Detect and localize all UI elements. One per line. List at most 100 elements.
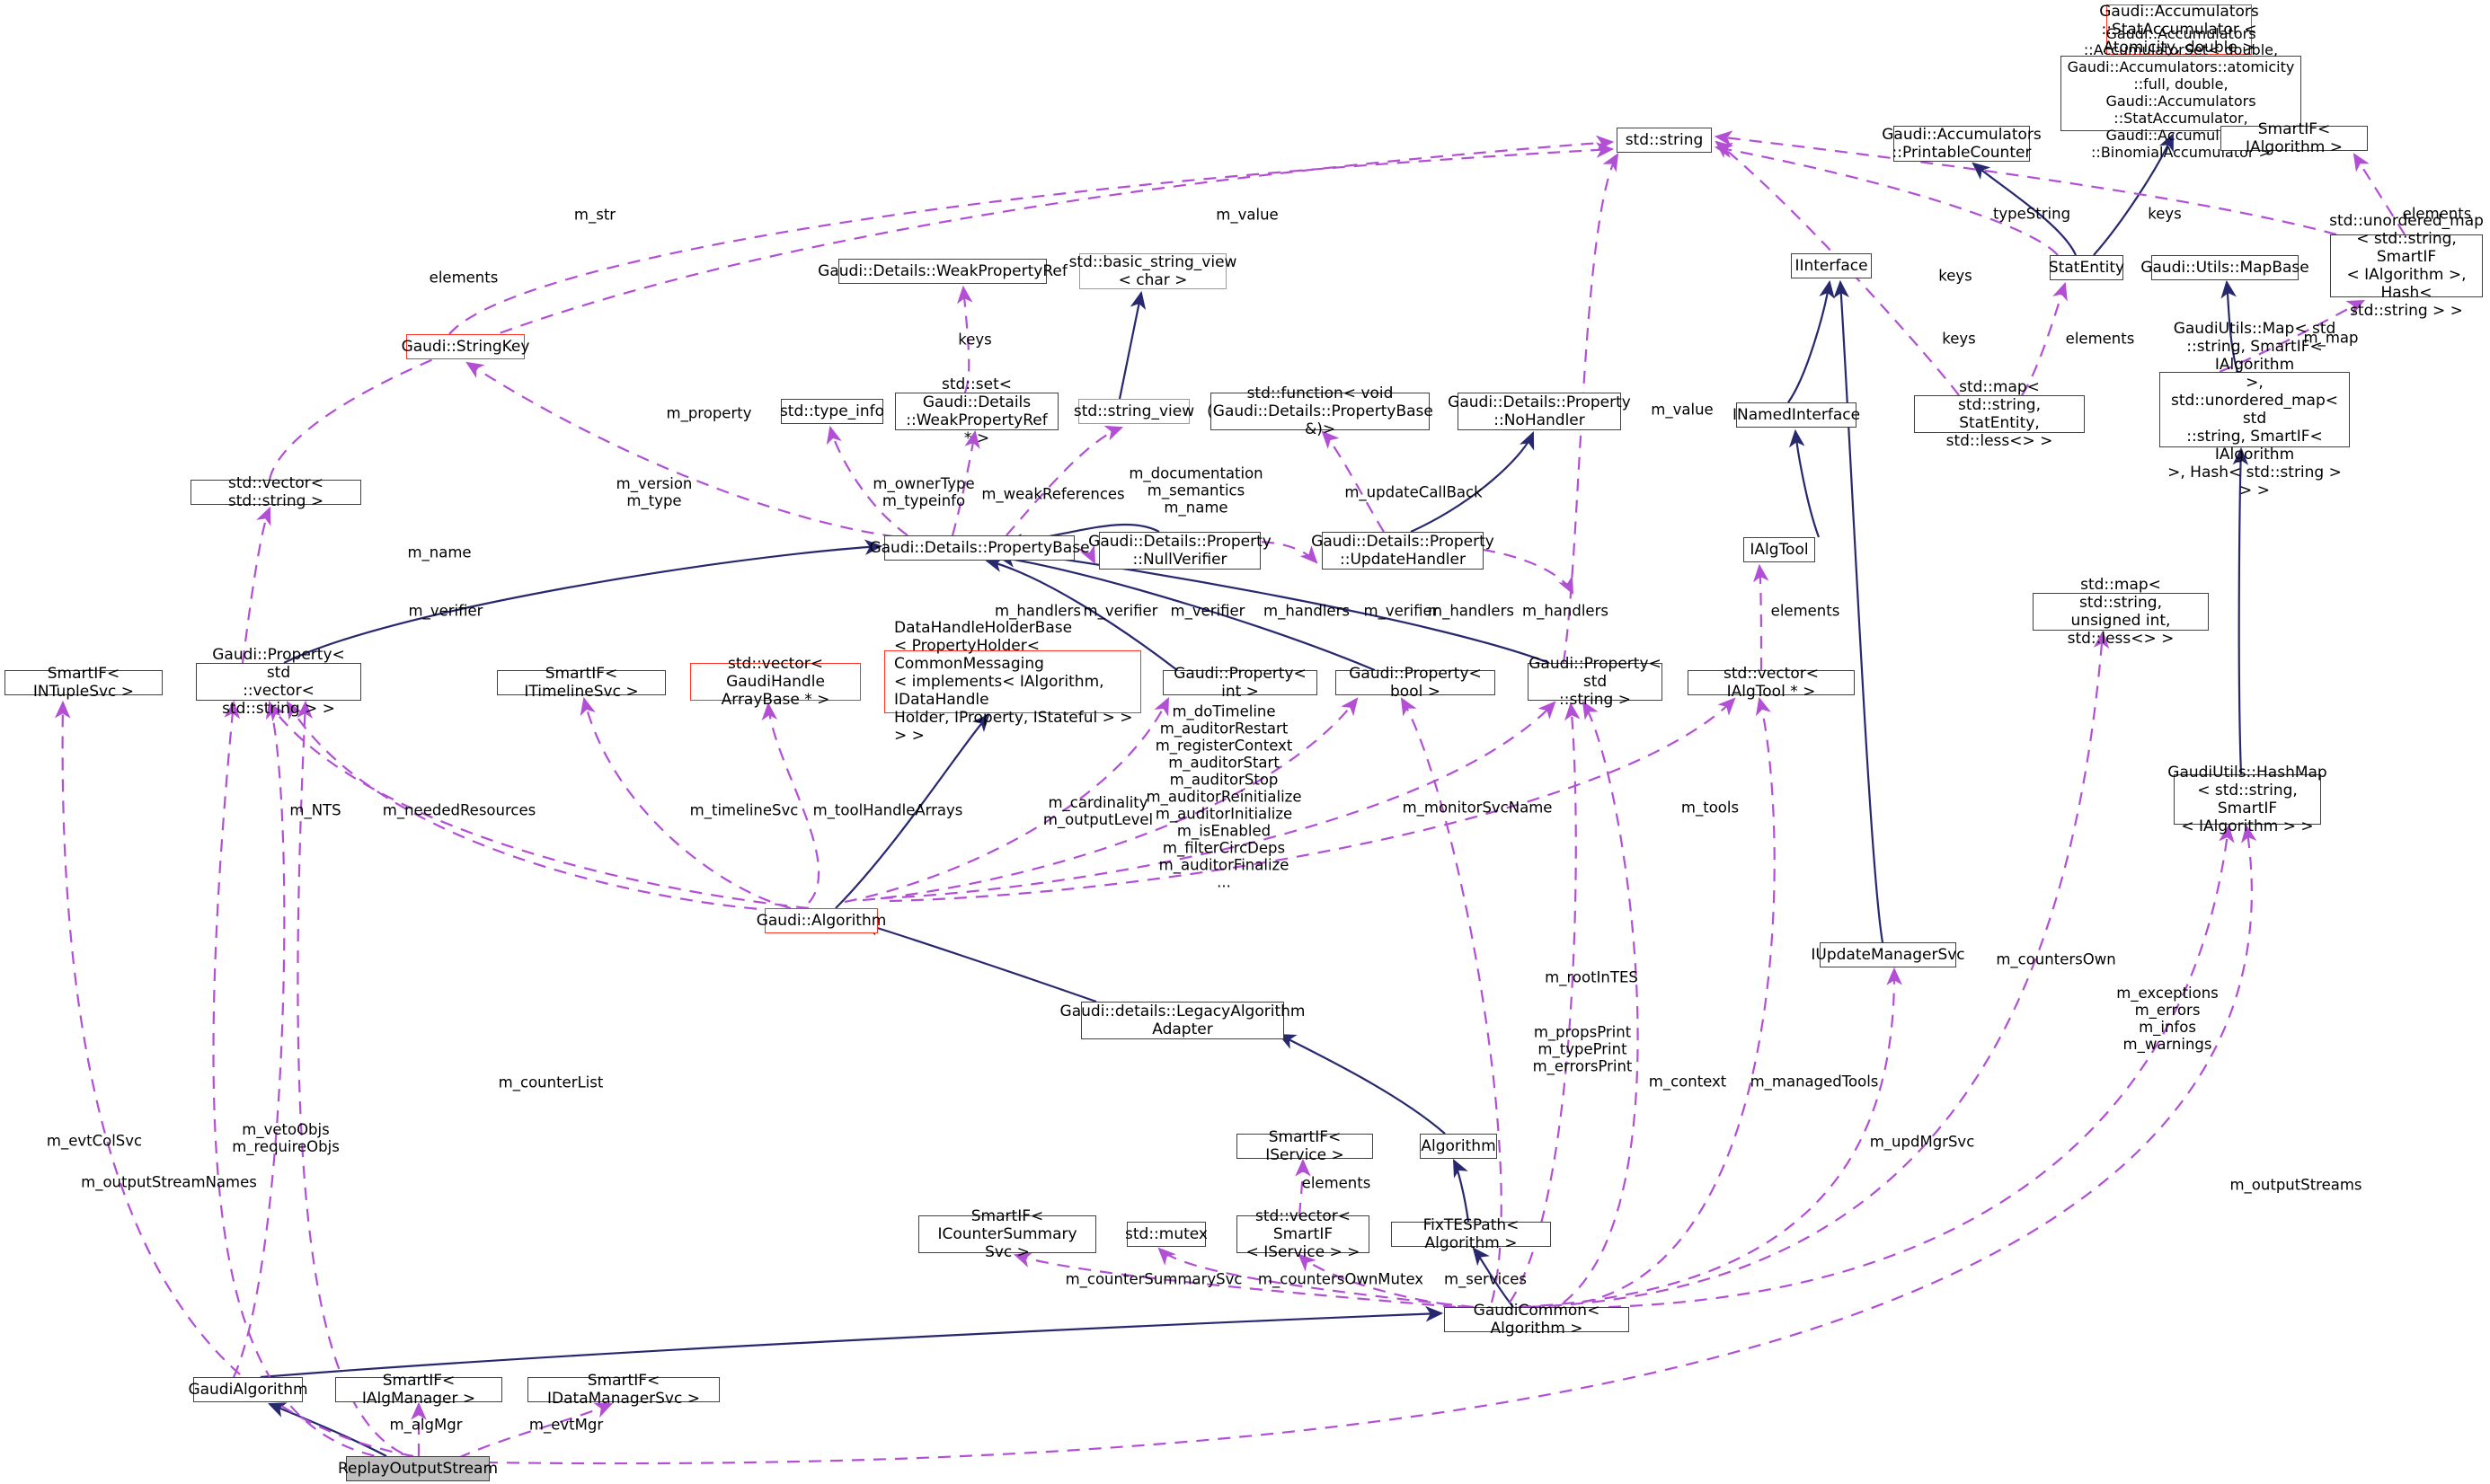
node-smartif-ialgorithm-top[interactable]: SmartIF< IAlgorithm > [2220,120,2368,156]
node-printable-counter[interactable]: Gaudi::Accumulators ::PrintableCounter [1882,125,2042,162]
edge-label-m-services: m_services [1443,1270,1528,1288]
node-replay-output-stream[interactable]: ReplayOutputStream [338,1456,498,1481]
node-smartif-idatamanagersvc[interactable]: SmartIF< IDataManagerSvc > [527,1372,720,1408]
edge-label-elements-left: elements [429,269,499,287]
edge-label-m-do-timeline: m_doTimeline m_auditorRestart m_register… [1146,702,1302,891]
edge-label-m-documentation: m_documentation m_semantics m_name [1129,464,1263,517]
node-update-handler[interactable]: Gaudi::Details::Property ::UpdateHandler [1311,532,1494,570]
edge-label-m-upd-mgr-svc: m_updMgrSvc [1869,1133,1975,1151]
node-legacy-algorithm-adapter[interactable]: Gaudi::details::LegacyAlgorithm Adapter [1059,1002,1306,1039]
edge-label-m-value-top: m_value [1216,206,1279,224]
edge-label-m-verifier-4: m_verifier [1363,602,1439,620]
edge-label-elements-iservice: elements [1301,1174,1371,1192]
edge-label-m-tool-handle-arrays: m_toolHandleArrays [812,801,963,819]
edge-label-keys-statentity: keys [1942,330,1976,348]
node-vector-gaudihandlearraybase[interactable]: std::vector< GaudiHandle ArrayBase * > [690,655,861,709]
edge-label-m-output-streams: m_outputStreams [2229,1176,2362,1194]
edge-label-m-counter-list: m_counterList [498,1073,604,1091]
node-smartif-iservice[interactable]: SmartIF< IService > [1236,1128,1373,1164]
node-iupdate-manager-svc[interactable]: IUpdateManagerSvc [1811,942,1965,967]
node-basic-string-view[interactable]: std::basic_string_view < char > [1068,252,1237,289]
edge-label-m-monitor-svc-name: m_monitorSvcName [1402,799,1553,817]
edge-label-m-output-stream-names: m_outputStreamNames [81,1173,257,1191]
node-datahandleholderbase[interactable]: DataHandleHolderBase < PropertyHolder< C… [884,619,1141,745]
edge-label-type-string: typeString [1992,205,2071,223]
edge-label-m-version: m_version m_type [616,475,693,509]
node-algorithm[interactable]: Algorithm [1420,1134,1497,1159]
edge-label-m-value-mid: m_value [1651,401,1714,419]
node-ialg-tool[interactable]: IAlgTool [1743,537,1815,562]
edge-label-m-handlers-4: m_handlers [1522,602,1608,620]
node-gaudi-algorithm[interactable]: GaudiAlgorithm [188,1377,308,1402]
edge-label-m-alg-mgr: m_algMgr [389,1416,463,1434]
node-vector-smartif-iservice[interactable]: std::vector< SmartIF < IService > > [1236,1207,1369,1261]
node-map-base[interactable]: Gaudi::Utils::MapBase [2140,255,2309,280]
edge-label-m-map: m_map [2303,329,2359,347]
node-std-string[interactable]: std::string [1617,128,1712,153]
node-fix-tes-path[interactable]: FixTESPath< Algorithm > [1391,1216,1551,1252]
node-no-handler[interactable]: Gaudi::Details::Property ::NoHandler [1448,393,1631,430]
edge-label-m-handlers-2: m_handlers [1263,602,1350,620]
node-std-mutex[interactable]: std::mutex [1125,1222,1208,1247]
node-type-info[interactable]: std::type_info [780,399,884,424]
node-property-vector-string[interactable]: Gaudi::Property< std ::vector< std::stri… [196,646,361,718]
edge-label-m-property: m_property [666,404,752,422]
node-map-unsigned-int[interactable]: std::map< std::string, unsigned int, std… [2033,576,2209,648]
node-gaudicommon-algorithm[interactable]: GaudiCommon< Algorithm > [1444,1302,1629,1338]
node-property-bool[interactable]: Gaudi::Property< bool > [1335,665,1495,701]
edge-label-m-context: m_context [1648,1073,1727,1091]
edge-label-m-veto-objs: m_vetoObjs m_requireObjs [232,1121,340,1155]
node-smartif-ialgmanager[interactable]: SmartIF< IAlgManager > [335,1372,502,1408]
edge-label-elements-right: elements [2402,205,2472,223]
edge-label-m-nts: m_NTS [289,801,341,819]
edge-label-m-managed-tools: m_managedTools [1750,1073,1879,1091]
edge-label-m-str: m_str [573,206,616,224]
node-null-verifier[interactable]: Gaudi::Details::Property ::NullVerifier [1088,532,1272,570]
edge-label-m-root-in-tes: m_rootInTES [1545,968,1638,986]
node-stat-entity[interactable]: StatEntity [2049,255,2124,280]
node-inamed-interface[interactable]: INamedInterface [1732,402,1860,428]
node-vector-string[interactable]: std::vector< std::string > [191,474,361,510]
edge-label-m-counters-own: m_countersOwn [1996,950,2116,968]
edge-label-keys-weak: keys [958,331,992,349]
edge-label-m-verifier-3: m_verifier [1170,602,1245,620]
edge-label-elements-ialgtool: elements [1770,602,1840,620]
node-property-base[interactable]: Gaudi::Details::PropertyBase [869,535,1090,561]
node-iinterface[interactable]: IInterface [1791,253,1872,278]
edge-label-elements-statentity: elements [2065,330,2135,348]
edge-label-m-handlers-1: m_handlers [995,602,1081,620]
edge-label-m-props-print: m_propsPrint m_typePrint m_errorsPrint [1532,1023,1633,1075]
edge-label-m-tools: m_tools [1680,799,1740,817]
node-map-stat-entity[interactable]: std::map< std::string, StatEntity, std::… [1914,378,2085,450]
edge-label-m-handlers-3: m_handlers [1428,602,1514,620]
edge-label-m-exceptions: m_exceptions m_errors m_infos m_warnings [2116,985,2219,1053]
node-gaudi-algorithm-class[interactable]: Gaudi::Algorithm [757,908,886,933]
edge-label-m-owner-type: m_ownerType m_typeinfo [873,475,975,509]
edge-label-m-needed-resources: m_neededResources [382,801,536,819]
edge-label-m-timeline-svc: m_timelineSvc [689,801,799,819]
node-vector-ialgtool[interactable]: std::vector< IAlgTool * > [1688,665,1855,701]
node-stat-accumulator[interactable]: Gaudi::Accumulators ::StatAccumulator < … [2099,2,2259,57]
node-string-view[interactable]: std::string_view [1074,399,1194,424]
node-weak-property-ref[interactable]: Gaudi::Details::WeakPropertyRef [818,259,1068,284]
node-string-key[interactable]: Gaudi::StringKey [402,334,529,359]
node-property-int[interactable]: Gaudi::Property< int > [1163,665,1317,701]
node-set-weak-property-ref[interactable]: std::set< Gaudi::Details ::WeakPropertyR… [895,375,1059,447]
node-property-string[interactable]: Gaudi::Property< std ::string > [1528,654,1662,710]
edge-label-m-evt-mgr: m_evtMgr [528,1416,604,1434]
node-smartif-itimeline-svc[interactable]: SmartIF< ITimelineSvc > [497,665,666,701]
edge-label-m-update-callback: m_updateCallBack [1344,483,1483,501]
edge-label-m-cardinality: m_cardinality m_outputLevel [1042,794,1154,828]
node-gaudiutils-map[interactable]: GaudiUtils::Map< std ::string, SmartIF< … [2159,320,2350,499]
node-std-function[interactable]: std::function< void (Gaudi::Details::Pro… [1207,384,1433,439]
edge-label-m-evt-col-svc: m_evtColSvc [46,1132,143,1150]
edge-label-m-counter-summary-svc: m_counterSummarySvc [1065,1270,1243,1288]
edge-label-keys-iinterface: keys [1938,267,1972,285]
node-smartif-icountersummarysvc[interactable]: SmartIF< ICounterSummary Svc > [918,1207,1096,1261]
node-unordered-map[interactable]: std::unordered_map < std::string, SmartI… [2329,211,2484,321]
node-gaudiutils-hashmap[interactable]: GaudiUtils::HashMap < std::string, Smart… [2167,763,2327,836]
edge-label-m-verifier-1: m_verifier [408,602,483,620]
node-smartif-intuple-svc[interactable]: SmartIF< INTupleSvc > [4,665,163,701]
